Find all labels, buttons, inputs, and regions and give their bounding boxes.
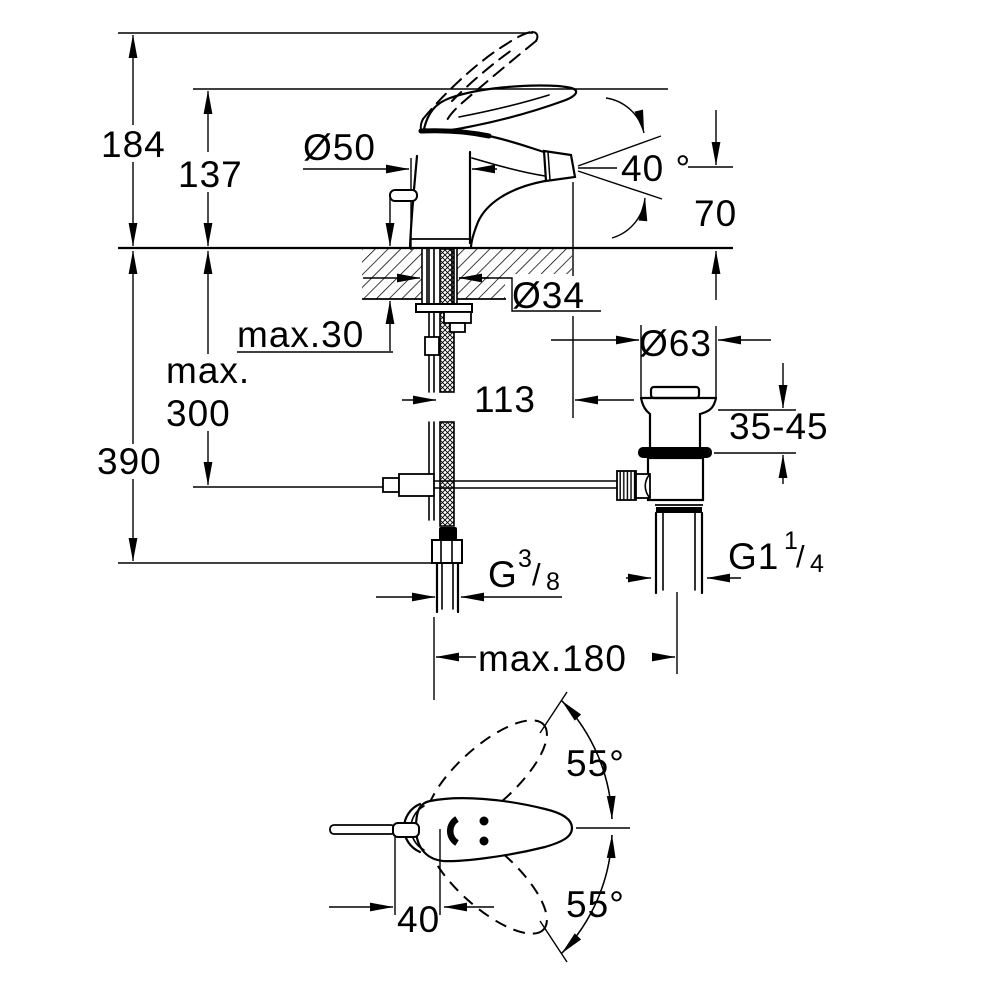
dim-55deg-bottom-label: 55°	[566, 884, 625, 925]
dim-3545-label: 35-45	[729, 406, 829, 447]
dim-max30-label: max.30	[237, 314, 364, 355]
dim-d34-label: Ø34	[512, 275, 585, 316]
g114-numerator: 1	[784, 527, 799, 555]
mounting-deck	[118, 246, 733, 318]
faucet-body-side-view	[389, 31, 663, 250]
g38-prefix: G	[488, 554, 518, 595]
dim-max180-label: max.180	[478, 638, 627, 679]
dim-70-label: 70	[694, 193, 737, 234]
dim-max-word-label: max.	[166, 350, 250, 391]
dim-113-label: 113	[474, 379, 536, 420]
g38-denominator: 8	[546, 568, 561, 596]
dim-55deg-top-label: 55°	[566, 743, 625, 784]
pop-up-waste	[616, 385, 718, 595]
g114-denominator: 4	[810, 550, 825, 578]
dim-184-label: 184	[101, 124, 166, 165]
g38-slash: /	[532, 557, 542, 592]
dimension-arrows	[128, 34, 788, 662]
lever-raised-dashed	[419, 31, 539, 135]
dim-40-label: 40	[397, 899, 440, 940]
g114-prefix: G1	[728, 536, 779, 577]
dim-g114-label: G1 1 / 4	[728, 527, 825, 578]
dim-d50-label: Ø50	[303, 127, 376, 168]
g114-slash: /	[796, 539, 806, 574]
dim-40deg-label: 40 °	[621, 148, 691, 189]
dim-137-label: 137	[178, 154, 243, 195]
under-counter-assembly	[382, 248, 618, 614]
dim-d63-label: Ø63	[639, 323, 712, 364]
dim-300-label: 300	[166, 393, 231, 434]
dimension-labels: 184 137 Ø50 40 ° 70 Ø34 max.30 max. 300 …	[97, 124, 829, 679]
dim-390-label: 390	[97, 441, 162, 482]
dim-g38-label: G 3 / 8	[488, 545, 561, 596]
extension-lines	[118, 32, 796, 700]
handle-top-view: 55° 55° 40	[329, 691, 630, 963]
g38-numerator: 3	[518, 545, 533, 573]
